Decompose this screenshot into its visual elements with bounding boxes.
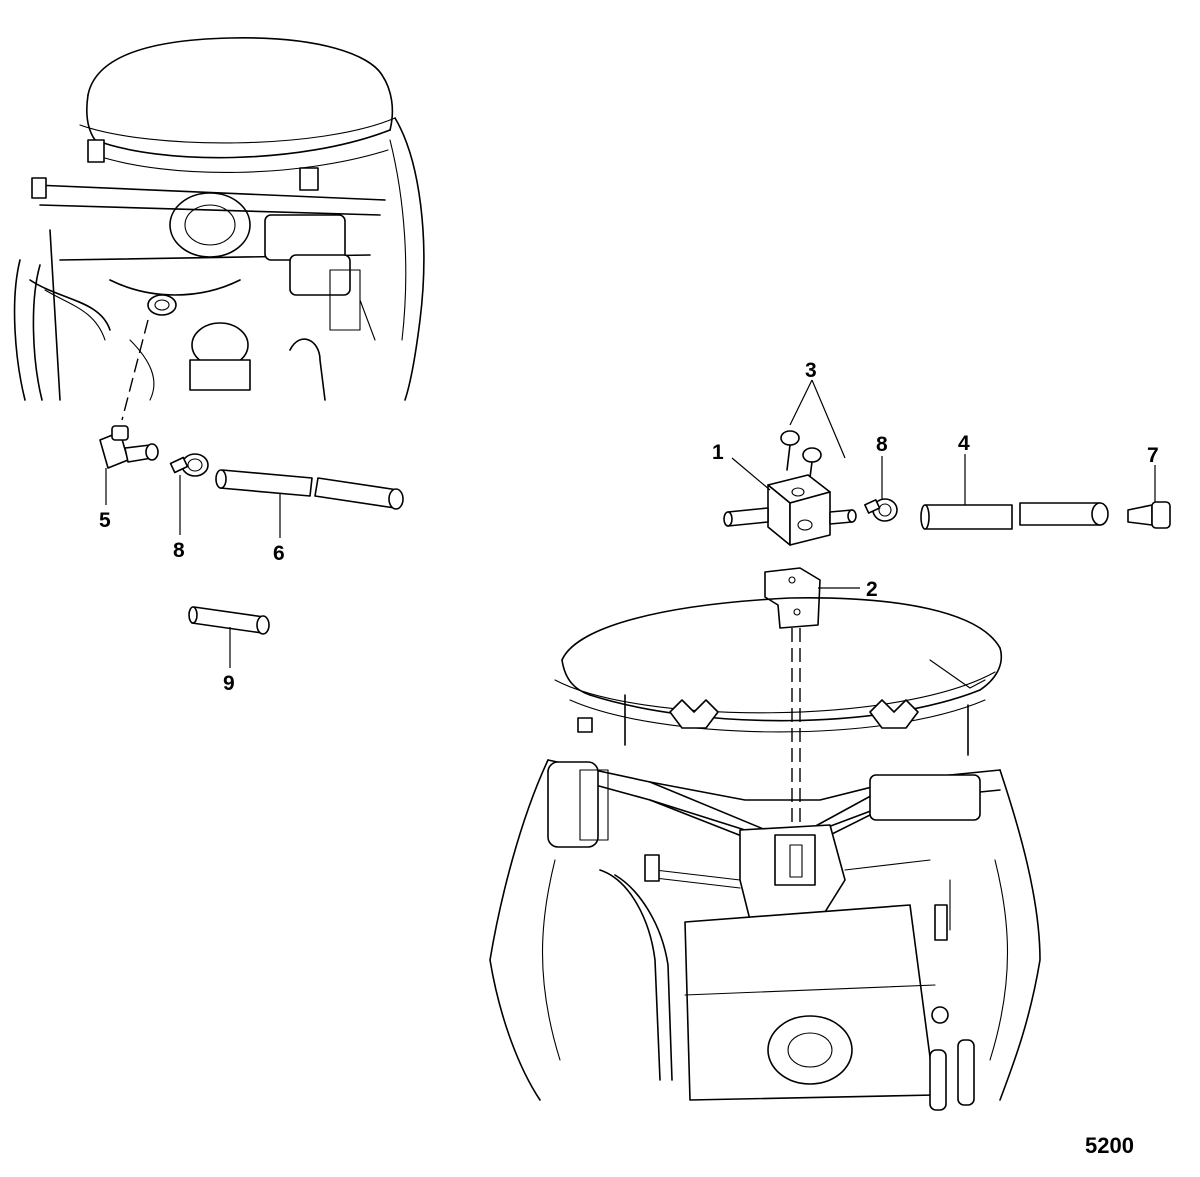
part-4-hose — [920, 502, 1109, 530]
callout-5: 5 — [99, 509, 111, 532]
leader-3 — [789, 379, 846, 459]
left-engine-illustration — [13, 37, 425, 421]
figure-number: 5200 — [1085, 1133, 1134, 1158]
part-8-hose-clamp-left — [169, 453, 209, 477]
part-5-elbow-fitting — [99, 425, 159, 469]
callout-3: 3 — [805, 359, 817, 382]
part-8-hose-clamp-right — [864, 498, 898, 522]
part-1-fitting-block — [723, 474, 857, 546]
part-6-hose — [215, 469, 404, 510]
callout-8-right: 8 — [876, 433, 888, 456]
callout-9: 9 — [223, 672, 235, 695]
part-7-plug — [1127, 501, 1171, 529]
callout-1: 1 — [712, 441, 724, 464]
callout-7: 7 — [1147, 444, 1159, 467]
callout-2: 2 — [866, 578, 878, 601]
leader-1 — [731, 457, 771, 491]
part-9-short-hose — [188, 606, 270, 635]
callout-4: 4 — [958, 432, 970, 455]
callout-8-left: 8 — [173, 539, 185, 562]
right-engine-illustration — [489, 597, 1041, 1111]
callout-6: 6 — [273, 542, 285, 565]
part-3-screws — [780, 430, 822, 486]
